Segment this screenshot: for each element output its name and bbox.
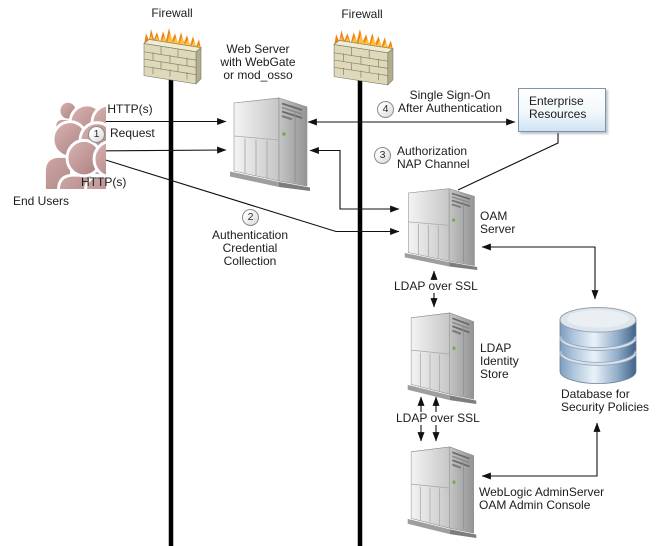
firewall-right-label: Firewall bbox=[341, 7, 383, 21]
authorization-label: Authorization NAP Channel bbox=[397, 145, 470, 171]
request-label: Request bbox=[110, 126, 155, 140]
step-3-badge: 3 bbox=[374, 147, 391, 164]
oam-server-label-line2: Server bbox=[480, 222, 516, 236]
ldap-identity-store-label-line1: LDAP bbox=[480, 341, 512, 355]
authentication-label-line1: Authentication bbox=[211, 228, 289, 242]
firewall-left-icon bbox=[141, 27, 203, 87]
step-2-badge: 2 bbox=[242, 209, 259, 226]
enterprise-resources-label-line1: Enterprise bbox=[529, 94, 584, 108]
step-4-badge: 4 bbox=[377, 101, 394, 118]
weblogic-admin-server-label-line2: OAM Admin Console bbox=[479, 498, 591, 512]
authorization-label-line2: NAP Channel bbox=[397, 157, 470, 171]
oam-server-label: OAM Server bbox=[480, 210, 515, 236]
ldap-ssl-lower-label: LDAP over SSL bbox=[394, 411, 482, 425]
firewall-right-icon bbox=[331, 28, 395, 88]
step-1-badge: 1 bbox=[88, 126, 105, 143]
single-sign-on-label-line2: After Authentication bbox=[397, 101, 503, 115]
arrow-oam-database bbox=[481, 243, 599, 300]
ldap-identity-store-label: LDAP Identity Store bbox=[480, 342, 519, 381]
ldap-identity-store-label-line3: Store bbox=[480, 367, 509, 381]
database-label-line1: Database for bbox=[561, 387, 630, 401]
weblogic-admin-server-label-line1: WebLogic AdminServer bbox=[479, 485, 605, 499]
firewall-left-label: Firewall bbox=[151, 6, 193, 20]
database-label: Database for Security Policies bbox=[561, 388, 649, 414]
authentication-label-line2: Credential bbox=[222, 241, 278, 255]
arrow-weblogic-database bbox=[481, 422, 601, 480]
arrow-request bbox=[82, 146, 227, 154]
database-label-line2: Security Policies bbox=[561, 400, 650, 414]
authentication-label-line3: Collection bbox=[223, 254, 277, 268]
ldap-ssl-upper-label: LDAP over SSL bbox=[392, 279, 480, 293]
single-sign-on-label-line1: Single Sign-On bbox=[409, 88, 491, 102]
arrow-authorization-nap bbox=[309, 146, 400, 213]
weblogic-admin-server-icon bbox=[406, 444, 478, 538]
oam-server-label-line1: OAM bbox=[480, 209, 508, 223]
web-server-label: Web Server with WebGate or mod_osso bbox=[212, 43, 304, 82]
enterprise-resources-box: Enterprise Resources bbox=[518, 88, 606, 132]
authentication-label: Authentication Credential Collection bbox=[205, 229, 295, 268]
web-server-icon bbox=[228, 95, 312, 191]
single-sign-on-label: Single Sign-On After Authentication bbox=[394, 89, 506, 115]
line-resources-to-oam bbox=[457, 133, 559, 191]
http-upper-label: HTTP(s) bbox=[107, 102, 153, 116]
database-icon bbox=[559, 306, 637, 387]
http-lower-label: HTTP(s) bbox=[81, 175, 127, 189]
enterprise-resources-label-line2: Resources bbox=[529, 107, 587, 121]
ldap-identity-store-label-line2: Identity bbox=[480, 354, 519, 368]
weblogic-admin-server-label: WebLogic AdminServer OAM Admin Console bbox=[479, 486, 604, 512]
ldap-identity-store-icon bbox=[406, 310, 478, 404]
web-server-label-line2: with WebGate bbox=[220, 55, 296, 69]
web-server-label-line1: Web Server bbox=[226, 42, 290, 56]
arrow-authentication bbox=[82, 152, 400, 236]
oam-server-icon bbox=[403, 186, 479, 270]
authorization-label-line1: Authorization bbox=[397, 144, 468, 158]
end-users-label: End Users bbox=[12, 194, 70, 208]
web-server-label-line3: or mod_osso bbox=[223, 68, 293, 82]
